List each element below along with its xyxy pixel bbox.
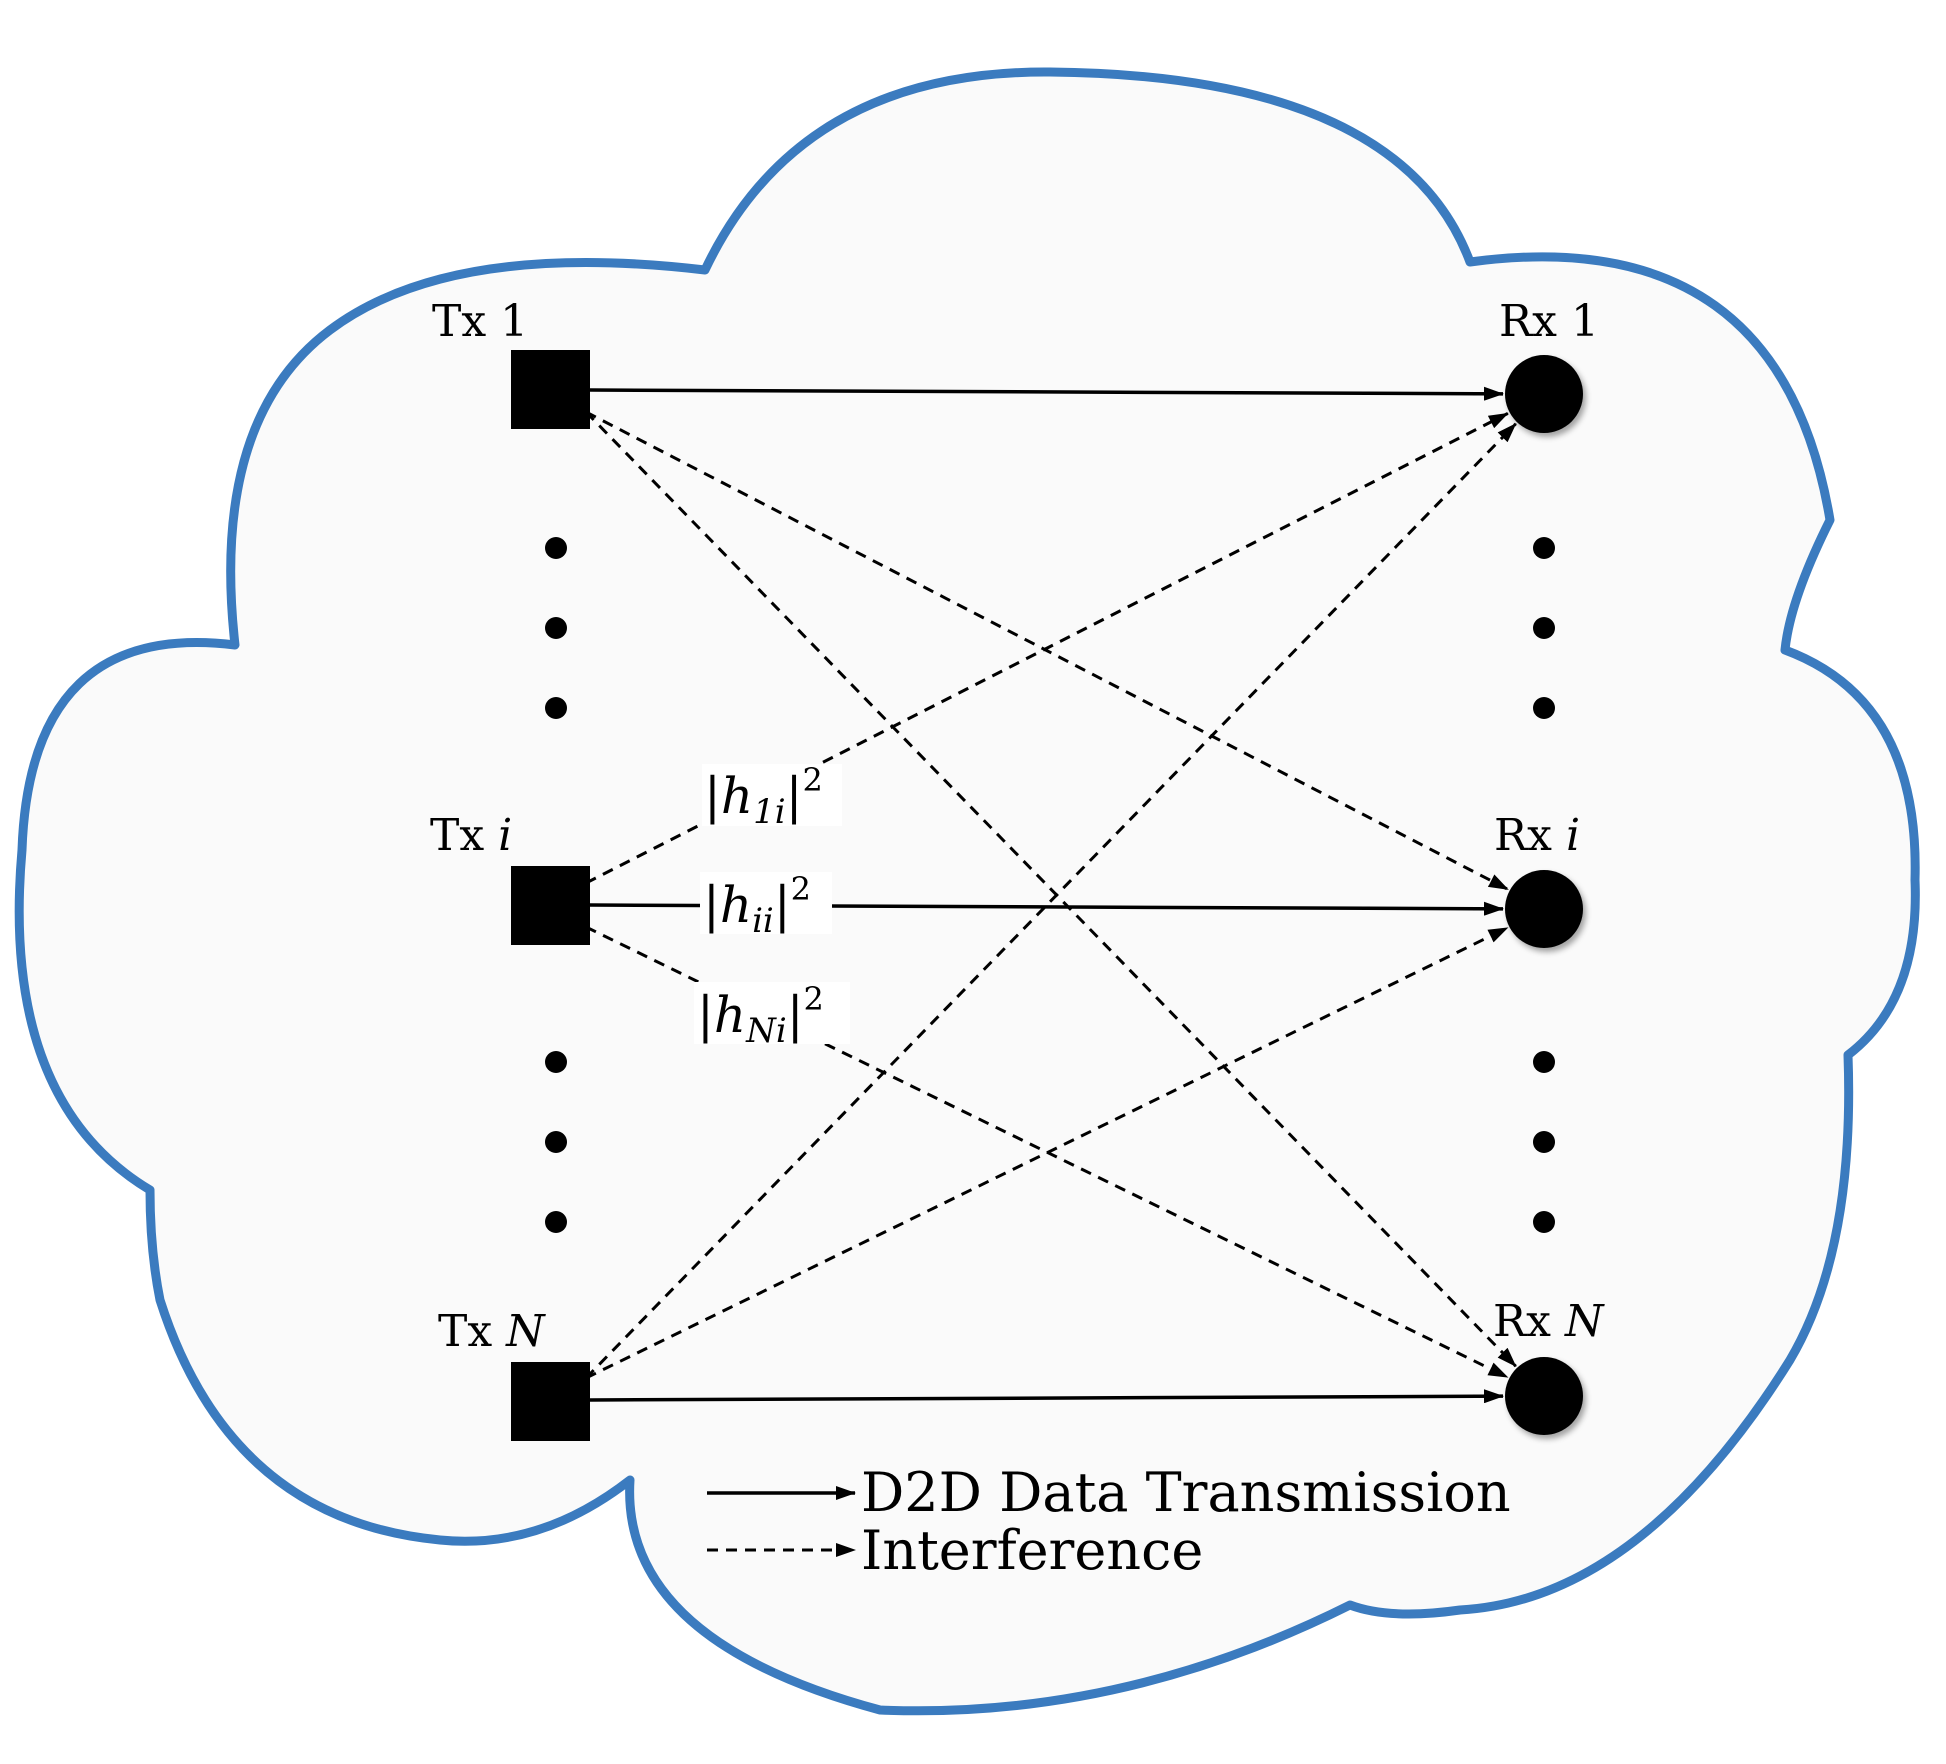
transmitters-group [511,350,590,1441]
data-link-tx-n-to-rx-n [589,1389,1505,1404]
data-link-tx-1-to-rx-1 [589,386,1505,401]
interference-link-tx-n-to-rx-1 [584,422,1517,1380]
rx-ellipsis-dot [1533,617,1555,639]
gain-label-h1i-bg [702,764,842,826]
legend: D2D Data Transmission Interference [707,1461,1511,1582]
tx-ellipsis-dot [545,1051,567,1073]
tx-ellipsis-dot [545,1211,567,1233]
interference-link-tx-1-to-rx-n [584,410,1517,1368]
svg-text:|hNi|2: |hNi|2 [697,980,824,1051]
tx-ellipsis-dot [545,617,567,639]
tx-ellipsis-dot [545,537,567,559]
ellipsis-dots [545,537,1555,1233]
tx-1-label: Tx 1 [432,296,528,347]
tx-1-node [511,350,590,429]
tx-n-node [511,1362,590,1441]
links-group [584,386,1517,1404]
rx-ellipsis-dot [1533,1211,1555,1233]
rx-1-node [1505,355,1583,433]
gain-label-hni: |hNi|2 [694,980,850,1051]
tx-ellipsis-dot [545,697,567,719]
rx-ellipsis-dot [1533,1131,1555,1153]
receivers-group [1505,355,1583,1435]
tx-ellipsis-dot [545,1131,567,1153]
tx-n-label: Tx N [438,1306,546,1357]
gain-label-hii: |hii|2 [700,870,832,941]
rx-n-node [1505,1357,1583,1435]
rx-i-label: Rx i [1494,810,1580,861]
tx-i-label: Tx i [430,810,512,861]
legend-interference-label: Interference [861,1519,1203,1582]
interference-link-tx-1-to-rx-i [585,410,1509,891]
svg-text:|hii|2: |hii|2 [703,870,811,941]
rx-ellipsis-dot [1533,697,1555,719]
gain-label-hni-bg [694,982,850,1044]
legend-data-transmission-label: D2D Data Transmission [861,1461,1511,1524]
rx-ellipsis-dot [1533,1051,1555,1073]
rx-n-label: Rx N [1493,1296,1605,1347]
rx-ellipsis-dot [1533,537,1555,559]
tx-i-node [511,866,590,945]
rx-i-node [1505,870,1583,948]
gain-label-h1i: |h1i|2 [702,761,842,832]
gain-label-hii-bg [700,872,832,934]
cloud-boundary [14,67,1920,1716]
svg-text:|h1i|2: |h1i|2 [704,761,823,832]
rx-1-label: Rx 1 [1499,296,1599,347]
